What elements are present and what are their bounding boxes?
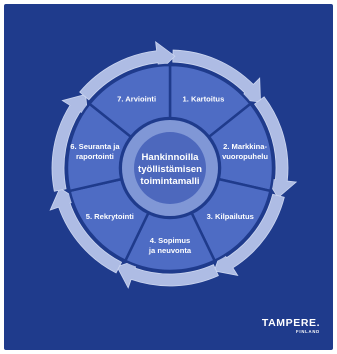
segment-label-6-line-2: raportointi <box>76 152 114 161</box>
segment-label-1: 1. Kartoitus <box>183 95 225 104</box>
segment-label-4-line-2: ja neuvonta <box>148 246 192 255</box>
logo-subtext: FINLAND <box>296 329 320 334</box>
segment-label-5-line-1: 5. Rekrytointi <box>86 212 134 221</box>
hub-title-line-2: työllistämisen <box>138 164 202 175</box>
segment-labels: 1. Kartoitus 2. Markkina-vuoropuhelu 3. Ki… <box>70 95 268 255</box>
wheel-segments <box>65 63 275 273</box>
segment-label-6-line-1: 6. Seuranta ja <box>70 142 120 151</box>
segment-label-2-line-1: 2. Markkina- <box>223 142 267 151</box>
hub-title-line-1: Hankinnoilla <box>141 152 199 163</box>
segment-label-2: 2. Markkina-vuoropuhelu <box>222 142 268 161</box>
tampere-logo: TAMPERE. FINLAND <box>262 317 320 334</box>
segment-label-7: 7. Arviointi <box>117 95 156 104</box>
segment-label-3-line-1: 3. Kilpailutus <box>207 212 254 221</box>
cycle-arrows <box>49 40 298 289</box>
wheel-segment-7 <box>87 63 172 139</box>
segment-label-2-line-2: vuoropuhelu <box>222 152 268 161</box>
segment-label-4-line-1: 4. Sopimus <box>150 236 191 245</box>
segment-label-1-line-1: 1. Kartoitus <box>183 95 225 104</box>
segment-label-3: 3. Kilpailutus <box>207 212 254 221</box>
hub-title-line-3: toimintamalli <box>140 176 199 187</box>
hub-inner-circle <box>134 132 206 204</box>
segment-label-7-line-1: 7. Arviointi <box>117 95 156 104</box>
logo-wordmark: TAMPERE. <box>262 317 320 329</box>
segment-label-5: 5. Rekrytointi <box>86 212 134 221</box>
